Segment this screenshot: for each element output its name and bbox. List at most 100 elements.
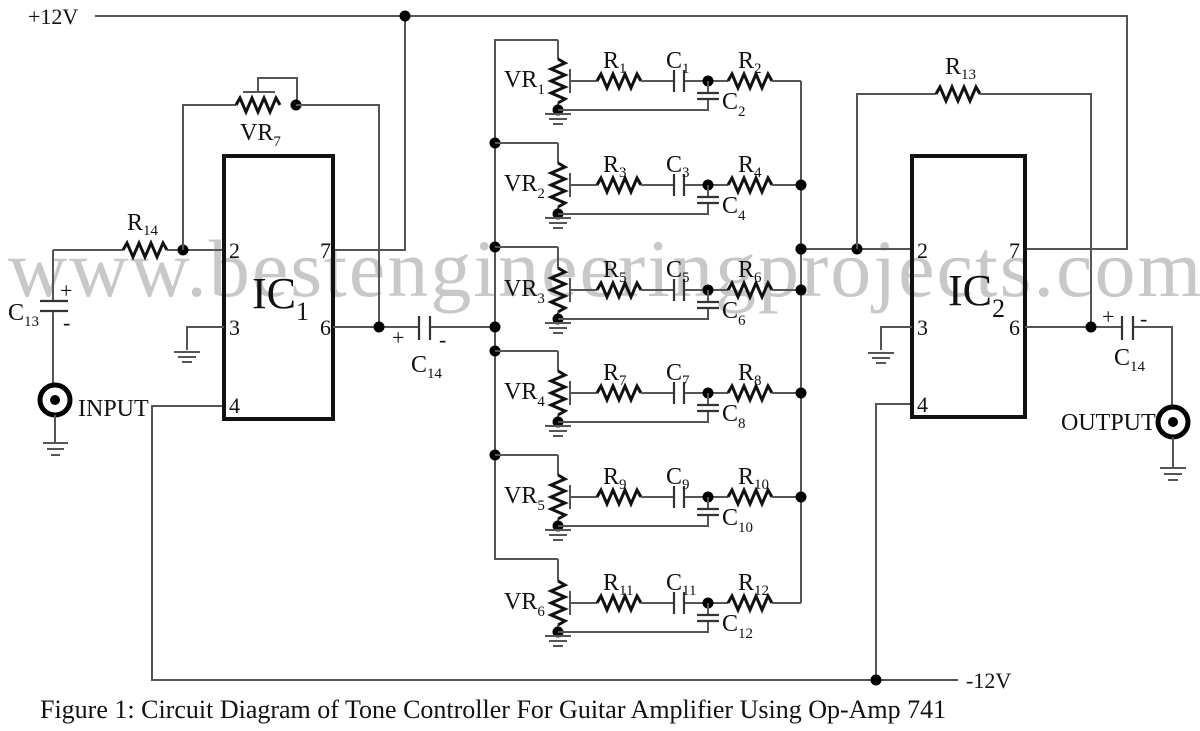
c9-label: C9 [666, 464, 690, 493]
r7-resistor [595, 382, 643, 404]
junction-dot [1085, 321, 1097, 333]
c11-capacitor [672, 592, 686, 614]
r4-label: R4 [738, 152, 762, 181]
ic2-pin-4: 4 [917, 392, 928, 417]
c11-label: C11 [666, 570, 696, 599]
ic2: IC2 2 3 4 7 6 [868, 154, 1027, 419]
vr5-potentiometer[interactable] [547, 473, 569, 521]
r4-resistor [726, 174, 774, 196]
band-4 [495, 350, 807, 437]
c10-label: C10 [722, 505, 753, 536]
c2-capacitor [697, 91, 719, 101]
ground-icon [545, 425, 571, 437]
junction-dot [870, 674, 882, 686]
r1-label: R1 [603, 48, 627, 77]
r12-label: R12 [738, 570, 769, 599]
c8-capacitor [697, 403, 719, 413]
ground-icon [868, 352, 894, 364]
output-jack[interactable] [1155, 404, 1191, 440]
c8-label: C8 [722, 401, 746, 432]
vr4-potentiometer[interactable] [547, 369, 569, 417]
ground-icon [545, 113, 571, 125]
negative-rail-label: -12V [966, 668, 1011, 693]
r10-resistor [726, 486, 774, 508]
input-label: INPUT [78, 396, 149, 422]
c5-label: C5 [666, 257, 690, 286]
ic2-pin-3: 3 [917, 315, 928, 340]
r3-resistor [595, 174, 643, 196]
ic1-pin-3: 3 [229, 315, 240, 340]
input-jack[interactable] [37, 382, 73, 418]
ground-icon [545, 217, 571, 229]
output-label: OUTPUT [1061, 410, 1156, 436]
r8-label: R8 [738, 360, 762, 389]
watermark: www.bestengineeringprojects.com [8, 223, 1200, 314]
r14-label: R14 [127, 210, 159, 239]
ic1-pin-7: 7 [320, 238, 331, 263]
c2-label: C2 [722, 89, 746, 120]
c14-out-plus: + [1102, 304, 1114, 329]
c13-plus: + [60, 278, 72, 303]
ic2-pin-2: 2 [917, 238, 928, 263]
r10-label: R10 [738, 464, 769, 493]
junction-dot [795, 491, 807, 503]
ground-icon [1160, 467, 1186, 481]
c3-label: C3 [666, 152, 690, 181]
ic1-output: + - C14 [333, 316, 495, 382]
junction-dot [795, 284, 807, 296]
ic2-label: IC2 [948, 266, 1005, 323]
c14-output-label: C14 [1114, 345, 1146, 375]
r9-resistor [595, 486, 643, 508]
r2-label: R2 [738, 48, 762, 77]
ic2-feedback: R13 [795, 54, 1092, 327]
c14-in-minus: - [439, 327, 446, 352]
negative-rail: -12V [151, 403, 1011, 693]
vr6-label: VR6 [504, 589, 545, 620]
c14-input-label: C14 [411, 352, 443, 382]
r9-label: R9 [603, 464, 627, 493]
c6-label: C6 [722, 298, 746, 329]
r1-resistor [595, 70, 643, 92]
junction-dot [795, 387, 807, 399]
vr7-potentiometer [234, 94, 282, 116]
ic2-pin-7: 7 [1009, 238, 1020, 263]
band-5 [495, 454, 807, 541]
ground-icon [174, 351, 200, 363]
positive-rail-label: +12V [28, 4, 78, 29]
vr6-potentiometer[interactable] [547, 579, 569, 627]
ic1-pin-4: 4 [229, 393, 240, 418]
c14-in-plus: + [392, 325, 404, 350]
vr2-potentiometer[interactable] [547, 161, 569, 209]
ic1-pin-2: 2 [229, 238, 240, 263]
vr3-potentiometer[interactable] [547, 266, 569, 314]
r2-resistor [726, 70, 774, 92]
c4-capacitor [697, 195, 719, 205]
c13-capacitor [40, 299, 68, 313]
junction-dot [373, 321, 385, 333]
c6-capacitor [697, 300, 719, 310]
input-stage: R14 + - C13 INPUT [8, 210, 224, 456]
c14-output-capacitor [1120, 316, 1135, 340]
r5-resistor [595, 279, 643, 301]
c12-label: C12 [722, 611, 753, 642]
c10-capacitor [697, 507, 719, 517]
c1-label: C1 [666, 48, 690, 77]
c4-label: C4 [722, 193, 746, 224]
r14-resistor [121, 239, 169, 261]
ground-icon [545, 322, 571, 334]
ground-icon [545, 635, 571, 647]
vr7-label: VR7 [240, 120, 281, 150]
r5-label: R5 [603, 257, 627, 286]
band-1 [545, 40, 801, 125]
band-2 [495, 142, 807, 229]
ic1-feedback: VR7 [182, 77, 380, 327]
c14-input-capacitor [417, 316, 432, 340]
ic1: IC1 2 3 4 7 6 [174, 154, 335, 421]
vr1-potentiometer[interactable] [547, 57, 569, 105]
ground-icon [43, 442, 68, 456]
band-3 [495, 246, 807, 334]
r13-resistor [934, 83, 982, 105]
band-6 [545, 559, 801, 647]
ground-icon [545, 529, 571, 541]
